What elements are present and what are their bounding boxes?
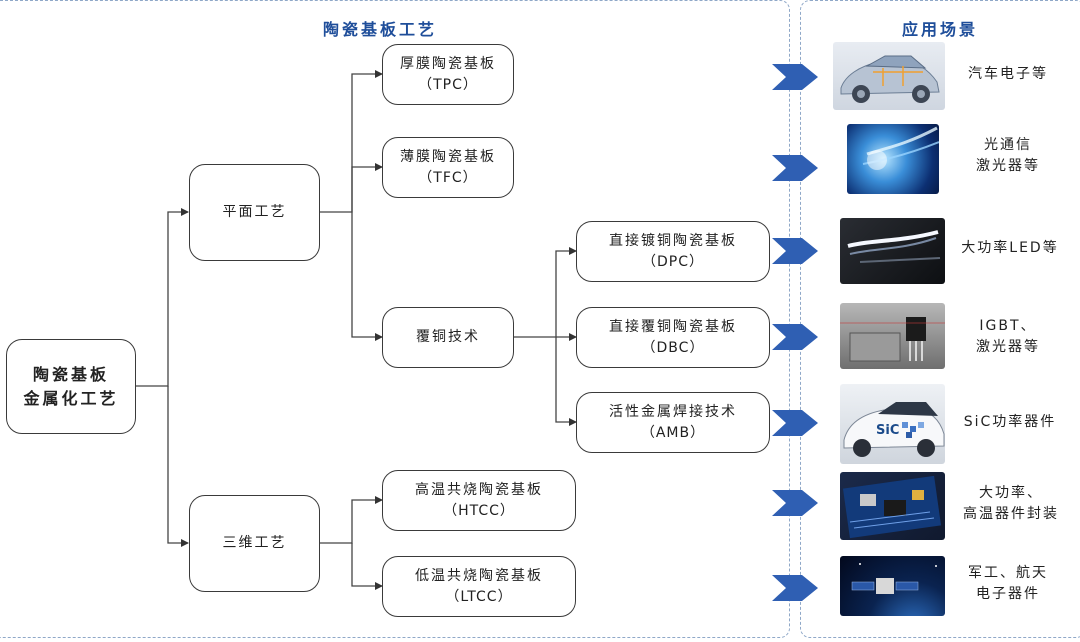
app-label-line1: IGBT、 [979, 318, 1037, 334]
chevron-arrow-icon [772, 490, 818, 516]
dpc-abbr: （DPC） [642, 253, 704, 270]
ltcc-abbr: （LTCC） [445, 588, 513, 605]
root-line1: 陶瓷基板 [32, 364, 109, 384]
app-label-line2: 激光器等 [976, 158, 1040, 174]
connector-root-3d [167, 386, 189, 547]
connector-3d-ltcc [351, 543, 383, 590]
three-d-process-node: 三维工艺 [189, 495, 320, 592]
app-label-line2: 激光器等 [976, 339, 1040, 355]
app-label-igbt: IGBT、 激光器等 [948, 316, 1068, 358]
app-label-optical: 光通信 激光器等 [948, 135, 1068, 177]
process-panel-title: 陶瓷基板工艺 [322, 20, 437, 39]
connector-copper-dpc [514, 247, 577, 338]
igbt-image [840, 303, 945, 369]
application-panel [800, 0, 1080, 638]
connector-3d-htcc [320, 496, 383, 544]
root-node: 陶瓷基板 金属化工艺 [6, 339, 136, 434]
connector-planar-tfc [351, 163, 383, 212]
optical-fiber-image [847, 124, 939, 194]
connector-root-planar [136, 208, 189, 387]
app-label-line1: 汽车电子等 [968, 66, 1048, 82]
dpc-name: 直接镀铜陶瓷基板 [609, 232, 737, 249]
svg-text:SiC: SiC [876, 423, 899, 438]
connector-planar-tpc [320, 70, 383, 213]
application-panel-title: 应用场景 [901, 20, 978, 39]
app-label-line1: 大功率LED等 [961, 240, 1059, 256]
sic-car-image: SiC [840, 384, 945, 464]
chevron-arrow-icon [772, 324, 818, 350]
process-panel [0, 0, 790, 638]
tpc-abbr: （TPC） [418, 76, 478, 93]
planar-process-node: 平面工艺 [189, 164, 320, 261]
car-image [833, 42, 945, 110]
three-d-process-label: 三维工艺 [222, 535, 287, 551]
app-label-line1: 大功率、 [979, 485, 1043, 501]
app-label-line2: 电子器件 [976, 586, 1040, 602]
chevron-arrow-icon [772, 155, 818, 181]
app-label-military: 军工、航天 电子器件 [948, 563, 1068, 605]
dpc-node: 直接镀铜陶瓷基板 （DPC） [576, 221, 770, 282]
app-label-sic: SiC功率器件 [948, 412, 1072, 433]
circuit-board-image [840, 472, 945, 540]
app-label-line1: 军工、航天 [968, 565, 1048, 581]
chevron-arrow-icon [772, 410, 818, 436]
htcc-abbr: （HTCC） [443, 502, 515, 519]
tpc-name: 厚膜陶瓷基板 [400, 55, 496, 72]
dbc-abbr: （DBC） [641, 339, 705, 356]
ltcc-node: 低温共烧陶瓷基板 （LTCC） [382, 556, 576, 617]
connector-planar-copper [351, 212, 383, 341]
ltcc-name: 低温共烧陶瓷基板 [415, 567, 543, 584]
tfc-node: 薄膜陶瓷基板 （TFC） [382, 137, 514, 198]
app-label-high-power: 大功率、 高温器件封装 [948, 483, 1074, 525]
htcc-node: 高温共烧陶瓷基板 （HTCC） [382, 470, 576, 531]
chevron-arrow-icon [772, 64, 818, 90]
copper-clad-label: 覆铜技术 [416, 329, 480, 345]
dbc-name: 直接覆铜陶瓷基板 [609, 318, 737, 335]
connector-copper-amb [555, 337, 577, 426]
chevron-arrow-icon [772, 575, 818, 601]
tfc-abbr: （TFC） [418, 169, 478, 186]
satellite-image [840, 556, 945, 616]
led-headlight-image [840, 218, 945, 284]
amb-name: 活性金属焊接技术 [609, 403, 737, 420]
tfc-name: 薄膜陶瓷基板 [400, 148, 496, 165]
app-label-line2: 高温器件封装 [963, 506, 1059, 522]
app-label-automotive: 汽车电子等 [948, 64, 1068, 85]
tpc-node: 厚膜陶瓷基板 （TPC） [382, 44, 514, 105]
app-label-led: 大功率LED等 [948, 238, 1072, 259]
planar-process-label: 平面工艺 [222, 204, 287, 220]
chevron-arrow-icon [772, 238, 818, 264]
root-line2: 金属化工艺 [23, 388, 119, 408]
dbc-node: 直接覆铜陶瓷基板 （DBC） [576, 307, 770, 368]
app-label-line1: 光通信 [984, 137, 1032, 153]
app-label-line1: SiC功率器件 [963, 414, 1057, 430]
amb-abbr: （AMB） [640, 424, 706, 441]
copper-clad-node: 覆铜技术 [382, 307, 514, 368]
amb-node: 活性金属焊接技术 （AMB） [576, 392, 770, 453]
htcc-name: 高温共烧陶瓷基板 [415, 481, 543, 498]
